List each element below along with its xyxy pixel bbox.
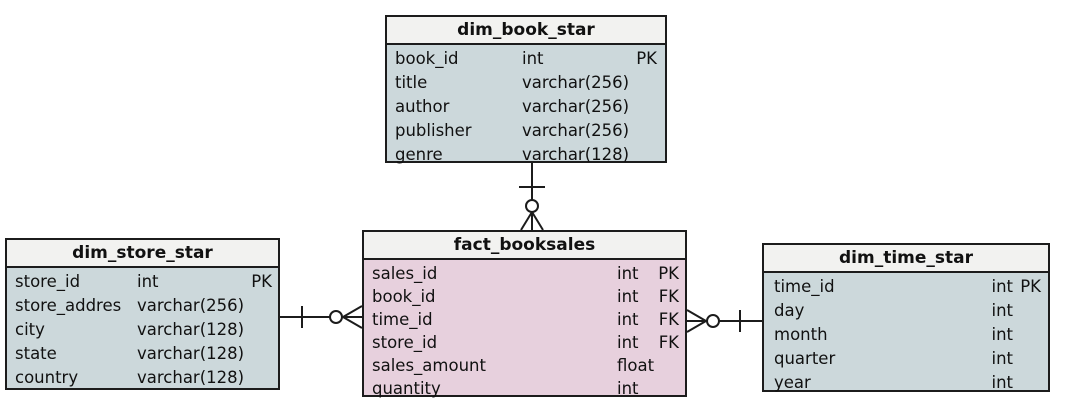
table-columns: time_id int PK day int month int quarter… bbox=[764, 273, 1048, 395]
column-type: varchar(256) bbox=[522, 73, 630, 92]
table-row: book_id int PK bbox=[395, 47, 657, 71]
table-title: dim_store_star bbox=[7, 240, 278, 268]
column-name: author bbox=[395, 97, 450, 116]
column-name: book_id bbox=[372, 287, 436, 306]
column-type: float bbox=[617, 356, 655, 375]
table-row: time_id int PK bbox=[774, 275, 1041, 299]
column-name: store_id bbox=[15, 272, 81, 291]
column-key bbox=[654, 354, 679, 377]
table-row: time_id int FK bbox=[372, 308, 679, 331]
column-type: varchar(256) bbox=[522, 97, 630, 116]
table-columns: book_id int PK title varchar(256) author… bbox=[387, 45, 665, 167]
column-type: varchar(256) bbox=[522, 121, 630, 140]
relationship-store-fact bbox=[280, 305, 363, 329]
column-key bbox=[1013, 299, 1041, 323]
table-row: store_id int PK bbox=[15, 270, 272, 294]
table-row: country varchar(128) bbox=[15, 366, 272, 390]
column-name: day bbox=[774, 301, 805, 320]
many-crow-foot-icon bbox=[520, 211, 544, 231]
column-type: int bbox=[617, 264, 639, 283]
relationship-book-fact bbox=[519, 163, 545, 231]
column-type: int bbox=[617, 379, 639, 398]
table-row: sales_id int PK bbox=[372, 262, 679, 285]
column-key bbox=[1013, 347, 1041, 371]
table-columns: store_id int PK store_addres varchar(256… bbox=[7, 268, 278, 390]
column-type: int bbox=[617, 333, 639, 352]
column-key: PK bbox=[251, 272, 272, 291]
table-row: quantity int bbox=[372, 377, 679, 400]
column-type: varchar(128) bbox=[137, 344, 245, 363]
column-type: int bbox=[991, 373, 1013, 392]
table-row: state varchar(128) bbox=[15, 342, 272, 366]
column-type: int bbox=[991, 349, 1013, 368]
table-title: dim_book_star bbox=[387, 17, 665, 45]
table-row: book_id int FK bbox=[372, 285, 679, 308]
table-row: quarter int bbox=[774, 347, 1041, 371]
column-name: store_id bbox=[372, 333, 438, 352]
column-type: int bbox=[617, 287, 639, 306]
table-row: city varchar(128) bbox=[15, 318, 272, 342]
column-key: FK bbox=[658, 333, 679, 352]
column-key: FK bbox=[658, 287, 679, 306]
column-name: store_addres bbox=[15, 296, 122, 315]
column-key: PK bbox=[636, 49, 657, 68]
table-row: month int bbox=[774, 323, 1041, 347]
column-type: varchar(128) bbox=[137, 320, 245, 339]
zero-circle-icon bbox=[329, 310, 343, 324]
column-type: varchar(128) bbox=[522, 145, 630, 164]
column-type: int bbox=[137, 272, 159, 291]
column-name: quantity bbox=[372, 379, 441, 398]
column-name: sales_id bbox=[372, 264, 438, 283]
column-name: book_id bbox=[395, 49, 459, 68]
table-row: year int bbox=[774, 371, 1041, 395]
column-name: time_id bbox=[774, 277, 835, 296]
table-row: author varchar(256) bbox=[395, 95, 657, 119]
column-name: city bbox=[15, 320, 45, 339]
column-key bbox=[649, 377, 679, 400]
column-name: publisher bbox=[395, 121, 472, 140]
zero-circle-icon bbox=[706, 314, 720, 328]
table-row: publisher varchar(256) bbox=[395, 119, 657, 143]
table-row: day int bbox=[774, 299, 1041, 323]
column-name: sales_amount bbox=[372, 356, 486, 375]
relationship-time-fact bbox=[686, 309, 762, 333]
column-key: FK bbox=[658, 310, 679, 329]
table-dim-store-star: dim_store_star store_id int PK store_add… bbox=[5, 238, 280, 390]
table-fact-booksales: fact_booksales sales_id int PK book_id i… bbox=[362, 230, 687, 400]
many-crow-foot-icon bbox=[686, 309, 707, 333]
column-type: int bbox=[991, 325, 1013, 344]
column-name: country bbox=[15, 368, 79, 387]
column-type: varchar(256) bbox=[137, 296, 245, 315]
table-title: fact_booksales bbox=[364, 232, 685, 260]
table-columns: sales_id int PK book_id int FK time_id i… bbox=[364, 260, 685, 400]
table-title: dim_time_star bbox=[764, 245, 1048, 273]
column-key: PK bbox=[1020, 277, 1041, 296]
table-row: genre varchar(128) bbox=[395, 143, 657, 167]
table-dim-time-star: dim_time_star time_id int PK day int mon… bbox=[762, 243, 1050, 392]
column-type: int bbox=[617, 310, 639, 329]
table-dim-book-star: dim_book_star book_id int PK title varch… bbox=[385, 15, 667, 164]
table-row: store_addres varchar(256) bbox=[15, 294, 272, 318]
column-key bbox=[1013, 323, 1041, 347]
column-type: int bbox=[991, 301, 1013, 320]
column-key bbox=[1013, 371, 1041, 395]
column-type: int bbox=[522, 49, 544, 68]
zero-circle-icon bbox=[525, 199, 539, 213]
column-name: year bbox=[774, 373, 811, 392]
column-type: varchar(128) bbox=[137, 368, 245, 387]
column-name: genre bbox=[395, 145, 443, 164]
column-key: PK bbox=[658, 264, 679, 283]
column-type: int bbox=[991, 277, 1013, 296]
table-row: store_id int FK bbox=[372, 331, 679, 354]
table-row: title varchar(256) bbox=[395, 71, 657, 95]
column-name: quarter bbox=[774, 349, 836, 368]
many-crow-foot-icon bbox=[342, 305, 363, 329]
column-name: time_id bbox=[372, 310, 433, 329]
column-name: title bbox=[395, 73, 428, 92]
table-row: sales_amount float bbox=[372, 354, 679, 377]
column-name: state bbox=[15, 344, 57, 363]
column-name: month bbox=[774, 325, 828, 344]
